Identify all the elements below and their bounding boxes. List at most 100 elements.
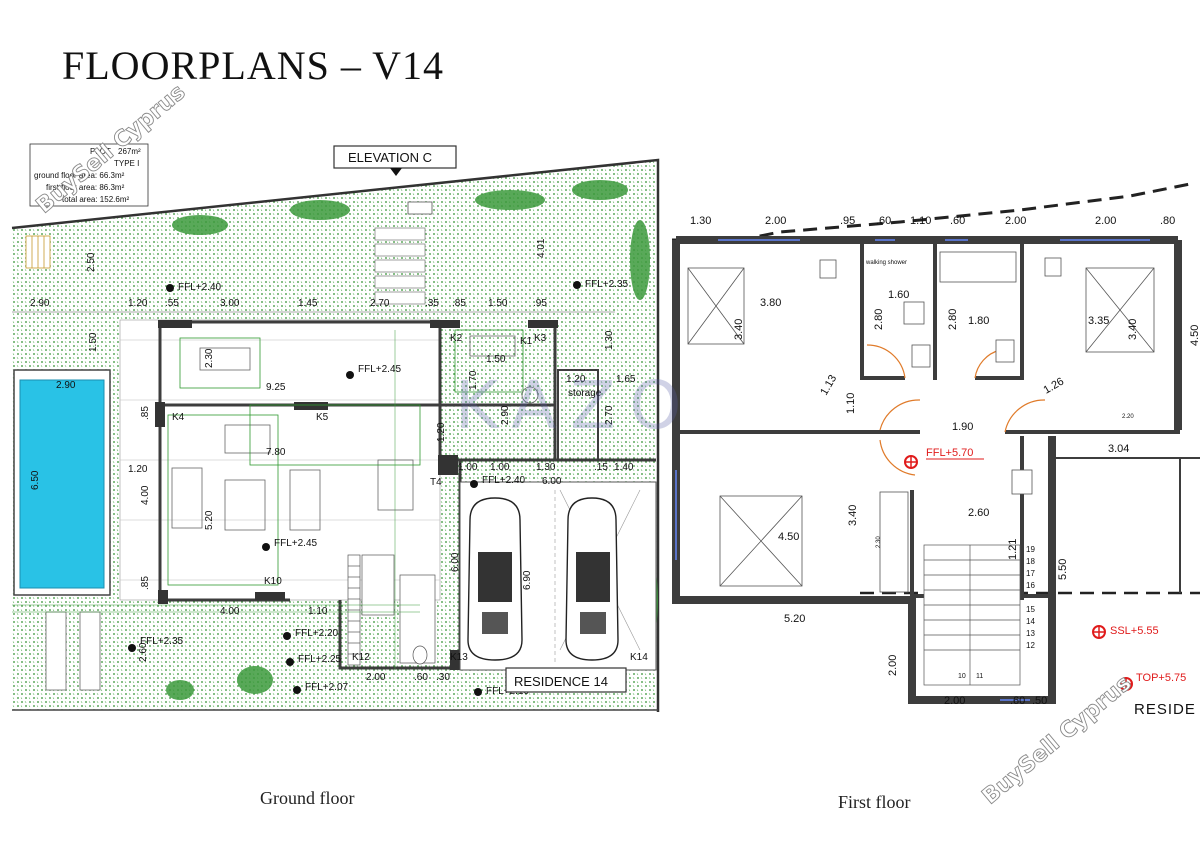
dim-1-10: 1.10 [308,606,328,617]
first-top-dim-8: .80 [1160,215,1175,227]
dim-2-30: 2.30 [876,536,882,548]
level-ssl-5-55: SSL+5.55 [1110,625,1159,637]
info-box [29,143,149,207]
residence-label-partial: RESIDE [1134,701,1196,718]
ground-top-dim-5: 2.70 [370,298,390,309]
page-title: FLOORPLANS – V14 [62,43,444,88]
mark-k2: K2 [450,333,463,344]
row-dim-1-00-b: 1.00 [490,462,510,473]
first-top-dim-0: 1.30 [690,215,711,227]
stair-num-16: 16 [1026,581,1035,590]
sink-icon [407,201,433,215]
bed3-width: 3.35 [1088,315,1109,327]
dim-0-30: .30 [436,672,450,683]
kitchen-dim-1-50: 1.50 [486,354,506,365]
ground-top-dim-9: .95 [533,298,547,309]
dim-1-13: 1.13 [818,373,839,398]
dim-4-00-b: 4.00 [220,606,240,617]
ground-top-dim-4: 1.45 [298,298,318,309]
first-top-dim-3: .60 [876,215,891,227]
dim-1-21: 1.21 [1007,539,1019,560]
dim-2-20: 2.20 [1122,414,1134,420]
watermark-bottom-right: BuySell Cyprus [978,671,1137,810]
info-type: TYPE I [114,159,139,168]
mark-k10: K10 [264,576,282,587]
dim-2-70: 2.70 [604,405,615,425]
dim-2-00: 2.00 [366,672,386,683]
dim-1-20-d: 1.20 [436,422,447,442]
hedge-plants [166,180,658,700]
ground-top-dim-3: 3.00 [220,298,240,309]
stair-num-14: 14 [1026,617,1035,626]
ground-furniture [167,329,539,586]
stair-num-17: 17 [1026,569,1035,578]
dim-1-30-a: 1.30 [604,330,615,350]
first-top-dim-5: .60 [950,215,965,227]
dim-1-50: 1.50 [88,332,99,352]
dim-1-20-a: 1.20 [128,464,148,475]
residence-label: RESIDENCE 14 [514,674,608,689]
caption-ground-floor: Ground floor [260,788,355,808]
dim-2-00-a: 2.00 [887,655,899,676]
row-dim-1-40: 1.40 [614,462,634,473]
info-ground-area: ground floor area: 66.3m² [34,171,125,180]
level-ffl-2-35-a: FFL+2.35 [585,279,629,290]
level-top-5-75: TOP+5.75 [1136,672,1186,684]
level-ffl-2-07: FFL+2.07 [305,682,349,693]
grid-lines [12,330,420,670]
pool-width-dim: 2.90 [56,380,76,391]
dim-1-80: 1.80 [968,315,989,327]
row-dim-1-00: 1.00 [458,462,478,473]
stair-num-12: 12 [1026,641,1035,650]
info-plot-label: PLOT [90,147,111,156]
dim-0-50: .50 [1032,695,1047,707]
ground-top-dim-7: .85 [452,298,466,309]
dim-4-00: 4.00 [140,485,151,505]
ground-top-dim-0: 2.90 [30,298,50,309]
mark-k1: K1 [520,336,533,347]
dim-0-85-b: .85 [140,576,151,590]
level-ffl-2-45-a: FFL+2.45 [358,364,402,375]
stair-num-13: 13 [1026,629,1035,638]
ground-top-dim-1: 1.20 [128,298,148,309]
bed1-width: 3.80 [760,297,781,309]
first-top-dim-1: 2.00 [765,215,786,227]
mark-k4: K4 [172,412,185,423]
level-ffl-2-25: FFL+2.25 [298,654,342,665]
residence-label-box [505,667,627,693]
level-ffl-2-20: FFL+2.20 [295,628,339,639]
windows [675,239,1150,701]
dim-2-90: 2.90 [500,405,511,425]
first-staircase [923,544,1021,686]
row-dim-1-30: 1.30 [536,462,556,473]
parked-car-right [565,497,619,661]
dim-7-80: 7.80 [266,447,286,458]
level-ffl-5-70: FFL+5.70 [926,447,973,459]
mark-k13: K13 [450,652,468,663]
storage-label: storage [568,388,602,399]
stair-num-10: 10 [958,673,966,680]
mark-k3: K3 [534,333,547,344]
dim-4-50: 4.50 [1189,325,1200,346]
dim-0-60: .60 [1010,695,1025,707]
dim-2-00-b: 2.00 [944,695,965,707]
ground-top-dim-2: .55 [165,298,179,309]
dim-2-50: 2.50 [86,252,97,272]
caption-first-floor: First floor [838,792,911,812]
stair-num-18: 18 [1026,557,1035,566]
elevation-arrow-icon [390,168,402,176]
level-ffl-2-45-b: FFL+2.45 [274,538,318,549]
row-dim-0-15: .15 [594,462,608,473]
level-ffl-2-40-a: FFL+2.40 [178,282,222,293]
stair-num-11: 11 [976,673,983,680]
kitchen-dim-1-70: 1.70 [468,370,479,390]
dim-5-20: 5.20 [784,613,805,625]
bed3-height: 3.40 [1127,319,1139,340]
ground-top-dim-6: .35 [425,298,439,309]
ground-top-dim-8: 1.50 [488,298,508,309]
parked-car-left [467,497,523,661]
dim-3-04: 3.04 [1108,443,1129,455]
stair-num-15: 15 [1026,605,1035,614]
plot-boundary [11,158,660,712]
mark-k12: K12 [352,652,370,663]
